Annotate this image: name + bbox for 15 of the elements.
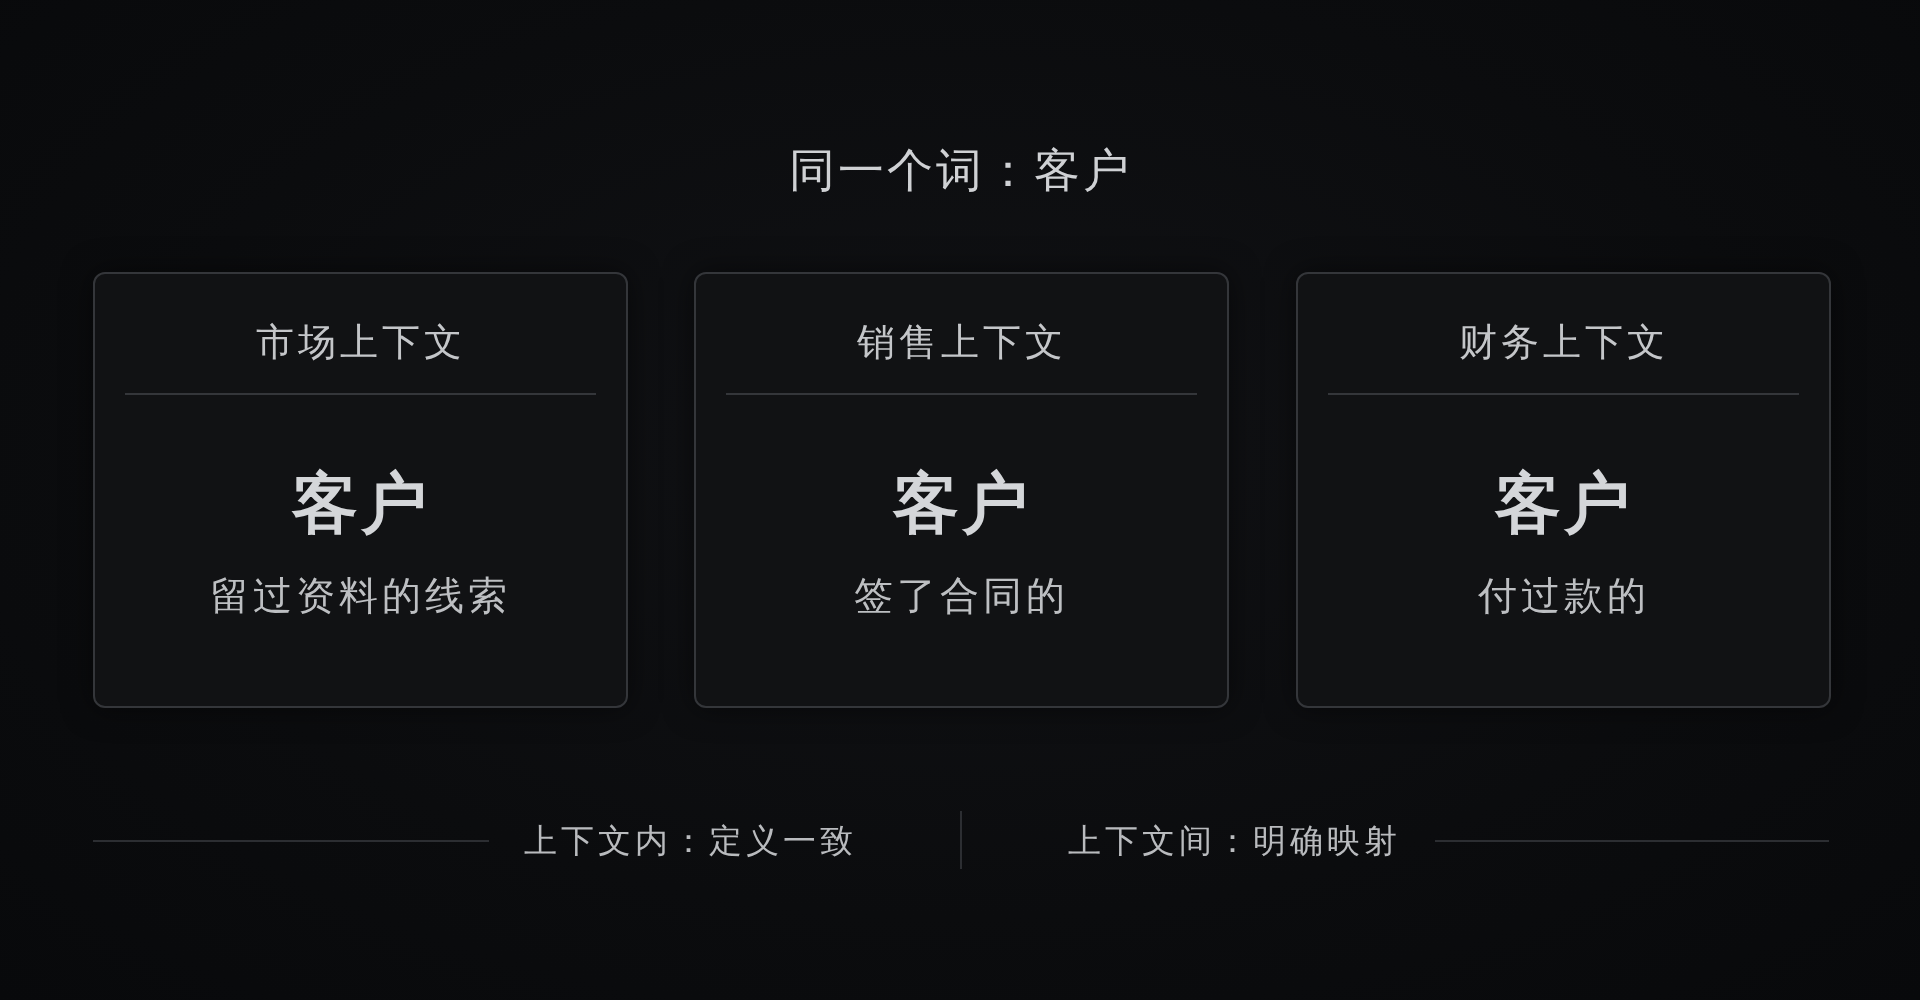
definition-text: 签了合同的 — [854, 572, 1069, 620]
term-text: 客户 — [1494, 466, 1633, 542]
context-card — [1296, 272, 1831, 708]
card-heading: 销售上下文 — [856, 319, 1067, 365]
term-text: 客户 — [291, 466, 430, 542]
definition-text: 付过款的 — [1477, 572, 1650, 620]
diagram-title: 同一个词：客户 — [788, 142, 1132, 198]
principle-note: 上下文间：明确映射 — [1067, 821, 1401, 861]
principle-note: 上下文内：定义一致 — [523, 821, 857, 861]
context-card — [694, 272, 1229, 708]
term-text: 客户 — [892, 466, 1031, 542]
context-card — [93, 272, 628, 708]
definition-text: 留过资料的线索 — [210, 572, 511, 620]
card-heading: 市场上下文 — [255, 319, 466, 365]
card-heading: 财务上下文 — [1458, 319, 1669, 365]
